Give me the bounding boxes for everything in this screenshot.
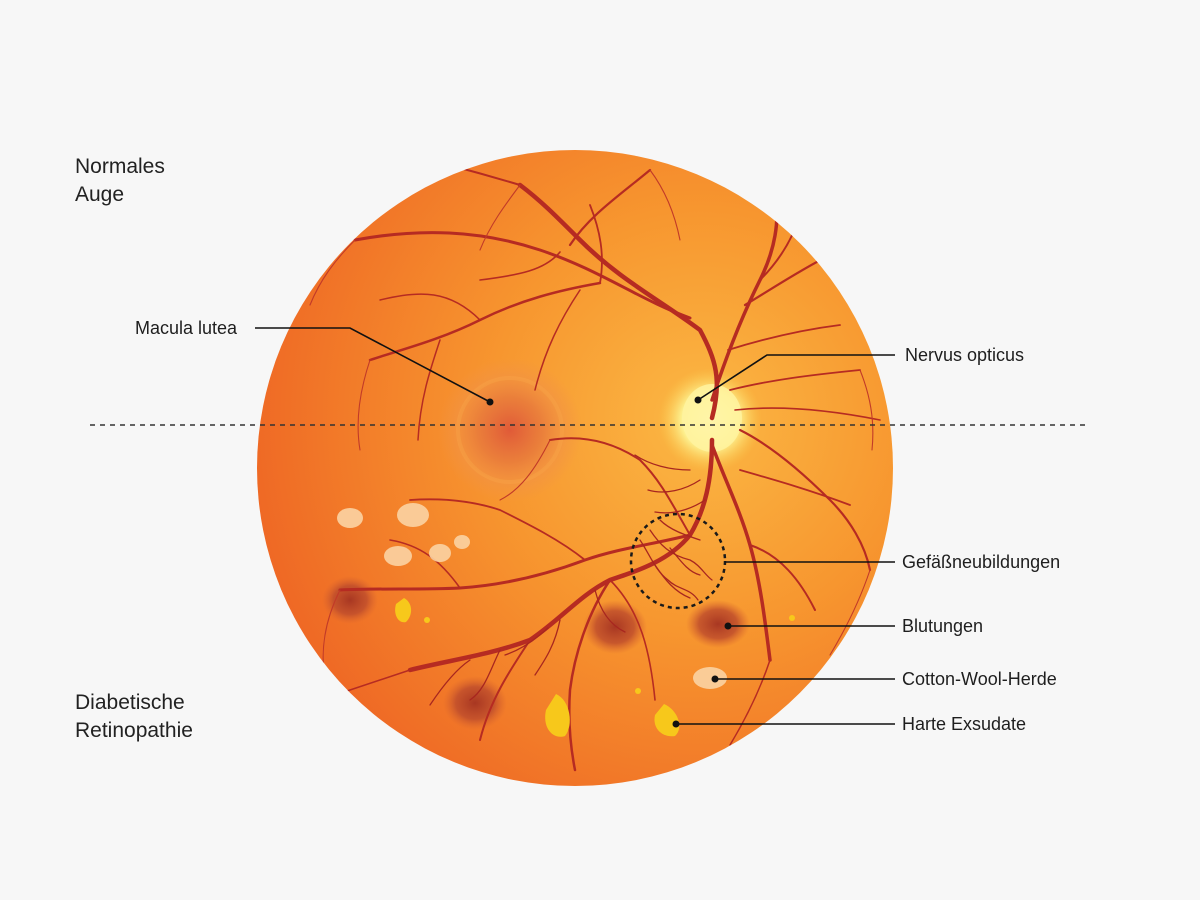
annotation-blutungen: Blutungen	[902, 616, 984, 636]
section-label-normal-eye: Normales Auge	[75, 153, 165, 209]
neovascular-network	[429, 454, 713, 706]
annotation-cotton-wool-herde: Cotton-Wool-Herde	[902, 669, 1057, 689]
macula-ring	[456, 376, 564, 484]
hemorrhages	[322, 576, 750, 730]
cotton-wool-spots	[337, 503, 727, 689]
leader-dots	[486, 396, 732, 728]
section-label-line: Auge	[75, 183, 125, 206]
annotation-nervus-opticus: Nervus opticus	[905, 345, 1025, 365]
leader-lines	[255, 327, 895, 725]
annotation-harte-exsudate: Harte Exsudate	[902, 714, 1027, 734]
retina-fundus	[257, 150, 893, 786]
hard-exudates	[395, 598, 795, 737]
section-label-line: Diabetische	[75, 691, 185, 714]
annotation-gefaessneubildungen: Gefäßneubildungen	[902, 552, 1061, 572]
section-label-diabetic-retinopathy: Diabetische Retinopathie	[75, 689, 193, 745]
section-label-line: Normales	[75, 155, 165, 178]
annotation-macula-lutea: Macula lutea	[135, 318, 238, 338]
neovascular-marker-circle	[629, 512, 727, 610]
section-label-line: Retinopathie	[75, 719, 193, 742]
